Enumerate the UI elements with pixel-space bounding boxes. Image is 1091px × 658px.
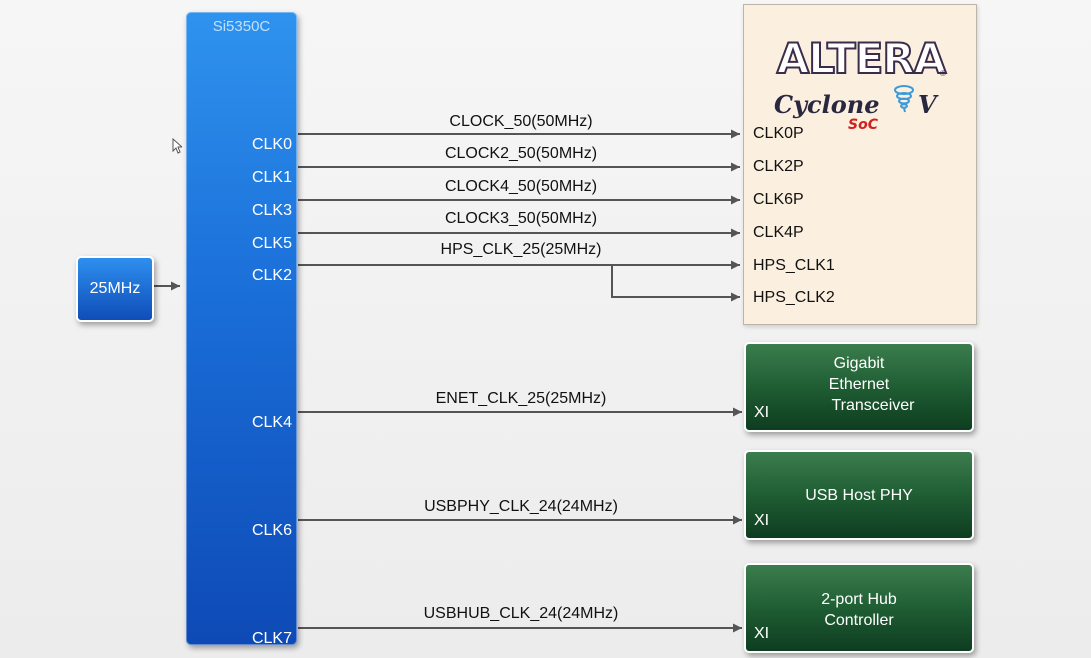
chip-pin-clk7: CLK7 xyxy=(251,630,292,647)
fpga-pin-clk6p: CLK6P xyxy=(753,191,804,208)
hub-controller-box: 2-port Hub Controller XI xyxy=(744,563,974,653)
fpga-pin-clk2p: CLK2P xyxy=(753,158,804,175)
cyclone-version: V xyxy=(918,90,937,119)
fpga-pin-clk0p: CLK0P xyxy=(753,125,804,142)
registered-mark: ® xyxy=(940,69,946,78)
ethernet-transceiver-box: Gigabit Ethernet Transceiver XI xyxy=(744,342,974,432)
device-name-line: 2-port Hub xyxy=(821,591,897,608)
device-name-line: Gigabit xyxy=(833,355,885,372)
signal-label-clock50: CLOCK_50(50MHz) xyxy=(449,113,593,130)
signal-label-enet-clk25: ENET_CLK_25(25MHz) xyxy=(435,390,607,407)
signal-label-clock3-50: CLOCK3_50(50MHz) xyxy=(444,210,598,227)
fpga-box: ALTERA ® Cyclone V SoC CLK0P CLK2P CLK6P… xyxy=(743,4,977,325)
clock-generator-chip: Si5350C CLK0 CLK1 CLK3 CLK5 CLK2 CLK4 CL… xyxy=(186,12,297,647)
chip-pin-clk5: CLK5 xyxy=(251,235,292,252)
signal-label-usbhub-clk24: USBHUB_CLK_24(24MHz) xyxy=(423,605,619,622)
chip-pin-clk4: CLK4 xyxy=(251,414,292,431)
tornado-icon xyxy=(894,85,914,113)
chip-pin-clk6: CLK6 xyxy=(251,522,292,539)
altera-logo: ALTERA xyxy=(776,34,948,84)
usb-host-phy-box: USB Host PHY XI xyxy=(744,450,974,540)
signal-label-clock4-50: CLOCK4_50(50MHz) xyxy=(444,178,598,195)
device-pin-xi: XI xyxy=(754,404,770,421)
device-name-line: Transceiver xyxy=(831,397,915,414)
device-name-line: Controller xyxy=(824,612,894,629)
oscillator-label: 25MHz xyxy=(89,280,141,297)
cyclone-logo-text: Cyclone xyxy=(774,90,880,119)
signal-label-usbphy-clk24: USBPHY_CLK_24(24MHz) xyxy=(424,498,618,515)
fpga-pin-hps-clk2: HPS_CLK2 xyxy=(753,289,835,306)
device-name-line: USB Host PHY xyxy=(805,487,913,504)
soc-logo-text: SoC xyxy=(848,117,878,133)
device-pin-xi: XI xyxy=(754,512,770,529)
fpga-pin-clk4p: CLK4P xyxy=(753,224,804,241)
chip-pin-clk1: CLK1 xyxy=(251,169,292,186)
chip-pin-clk2: CLK2 xyxy=(251,267,292,284)
chip-pin-clk3: CLK3 xyxy=(251,202,292,219)
fpga-pin-hps-clk1: HPS_CLK1 xyxy=(753,257,835,274)
oscillator-box: 25MHz xyxy=(76,256,154,322)
device-name-line: Ethernet xyxy=(828,376,890,393)
signal-label-hps-clk25: HPS_CLK_25(25MHz) xyxy=(440,241,602,258)
mouse-cursor-icon xyxy=(172,138,182,154)
wire-clk2-branch xyxy=(611,265,740,302)
signal-label-clock2-50: CLOCK2_50(50MHz) xyxy=(444,145,598,162)
device-pin-xi: XI xyxy=(754,625,770,642)
chip-title: Si5350C xyxy=(212,18,271,35)
chip-pin-clk0: CLK0 xyxy=(251,136,292,153)
